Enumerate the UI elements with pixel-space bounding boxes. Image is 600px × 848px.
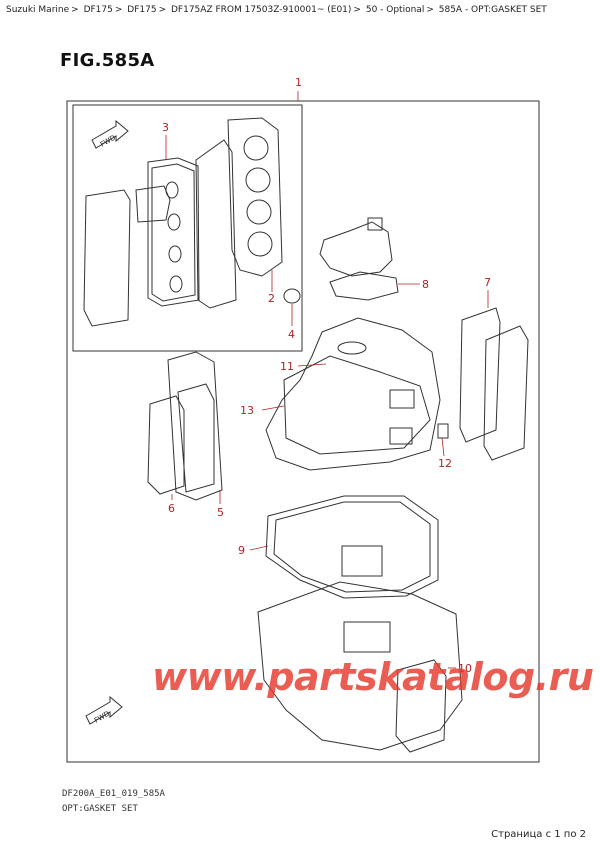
figure-title: FIG.585A (60, 50, 155, 71)
breadcrumb-link-df175az[interactable]: DF175AZ FROM 17503Z-910001~ (E01) (171, 5, 352, 15)
diagram-caption: OPT:GASKET SET (62, 804, 138, 814)
callout-11[interactable]: 11 (280, 360, 294, 373)
exhaust-cover (167, 351, 223, 501)
o-ring (283, 288, 301, 304)
small-gasket (437, 423, 449, 439)
breadcrumb-separator: > (114, 5, 123, 15)
fwd-arrow-icon (85, 695, 123, 725)
breadcrumb-current: 585A - OPT:GASKET SET (438, 5, 547, 15)
side-gasket (459, 307, 501, 443)
inset-frame (72, 104, 303, 352)
cylinder-head-gasket (227, 117, 283, 277)
page-indicator: Страница с 1 по 2 (491, 829, 586, 840)
watermark: www.partskatalog.ru (152, 655, 594, 699)
head-cover-gasket (147, 157, 200, 307)
breadcrumb-separator: > (158, 5, 167, 15)
gasket-outline (195, 139, 237, 309)
callout-12[interactable]: 12 (438, 457, 452, 470)
exhaust-cover-gasket (177, 383, 215, 493)
fwd-arrow-icon (91, 119, 129, 149)
callout-4[interactable]: 4 (288, 328, 295, 341)
side-gasket (483, 325, 529, 461)
callout-7[interactable]: 7 (484, 276, 491, 289)
callout-10[interactable]: 10 (458, 662, 472, 675)
water-pump-housing (319, 217, 399, 301)
diagram-frame (66, 100, 540, 763)
breadcrumb-separator: > (71, 5, 79, 15)
gasket-outline (83, 189, 131, 327)
breadcrumb-separator: > (426, 5, 434, 15)
callout-6[interactable]: 6 (168, 502, 175, 515)
breadcrumb-separator: > (353, 5, 361, 15)
callout-8[interactable]: 8 (422, 278, 429, 291)
breadcrumb-link-df175-model[interactable]: DF175 (127, 5, 157, 15)
breadcrumb-link-optional[interactable]: 50 - Optional (365, 5, 425, 15)
callout-5[interactable]: 5 (217, 506, 224, 519)
callout-13[interactable]: 13 (240, 404, 254, 417)
callout-3[interactable]: 3 (162, 121, 169, 134)
diagram-code: DF200A_E01_019_585A (62, 789, 165, 799)
callout-2[interactable]: 2 (268, 292, 275, 305)
manifold-assembly (265, 317, 441, 471)
lower-housing (257, 581, 463, 751)
gasket-outline (135, 185, 171, 223)
breadcrumb-link-suzuki-marine[interactable]: Suzuki Marine (6, 5, 70, 15)
lower-gasket (395, 659, 447, 753)
oil-pan-gasket (265, 495, 439, 599)
callout-9[interactable]: 9 (238, 544, 245, 557)
breadcrumb: Suzuki Marine> DF175> DF175> DF175AZ FRO… (6, 4, 547, 16)
breadcrumb-link-df175[interactable]: DF175 (83, 5, 113, 15)
callout-1[interactable]: 1 (295, 76, 302, 89)
exhaust-cover-gasket (147, 395, 185, 495)
